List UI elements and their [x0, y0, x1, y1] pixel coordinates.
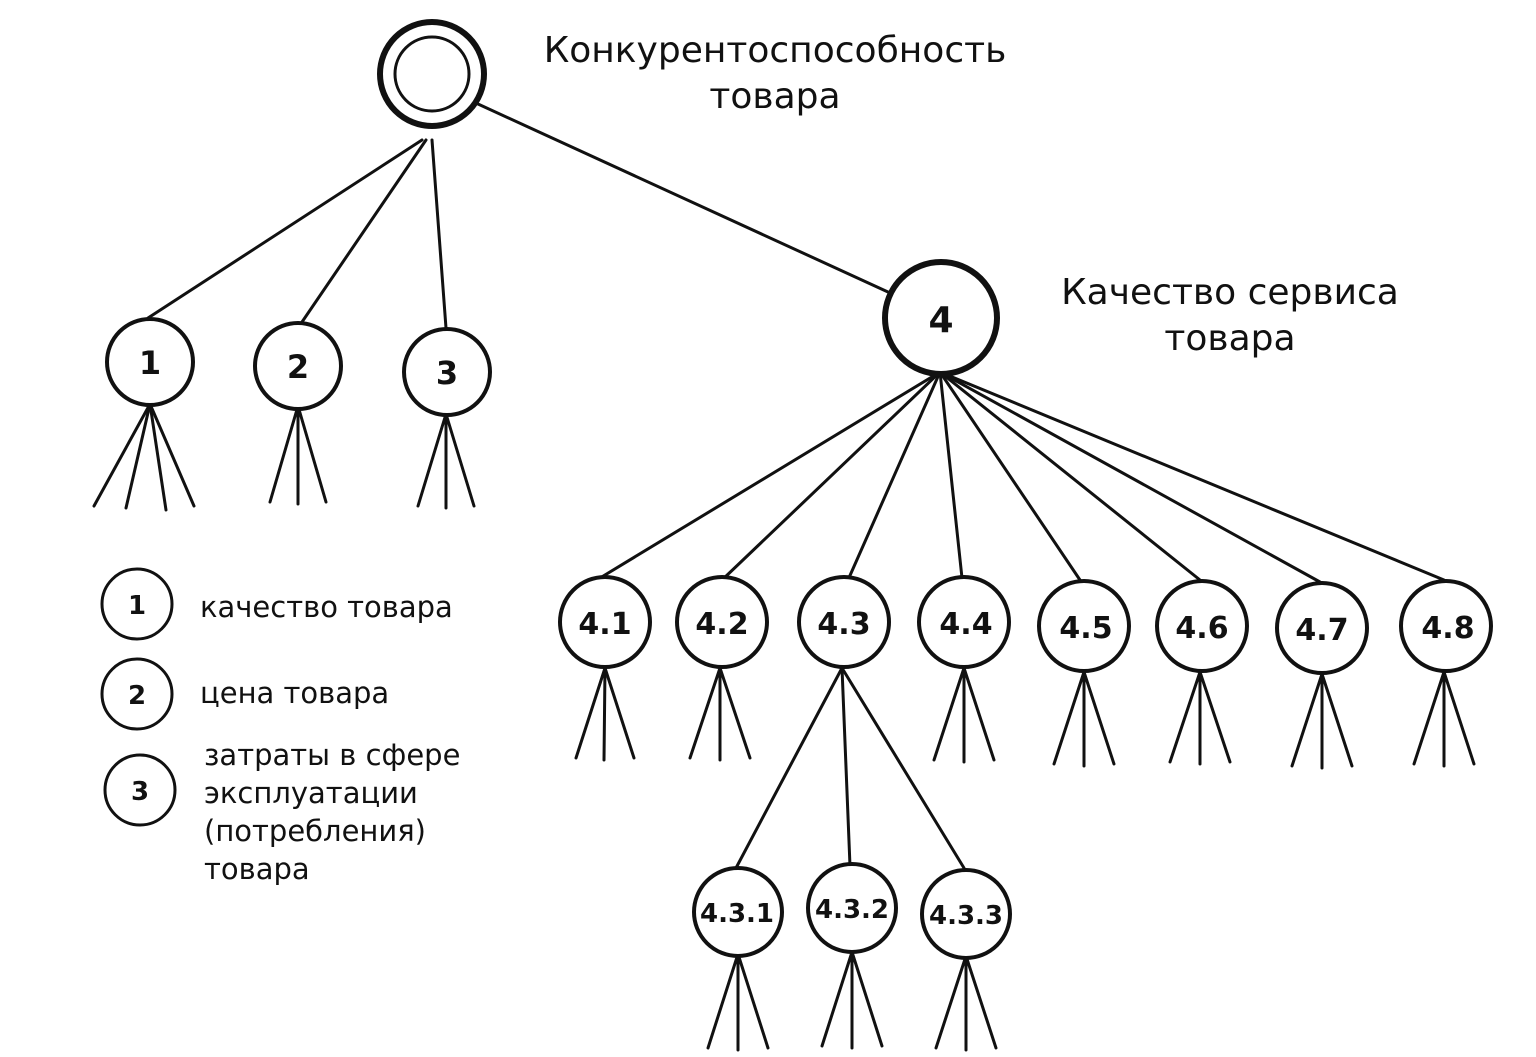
node-4: 4: [882, 259, 1000, 377]
service-title-line1: Качество сервиса: [1061, 272, 1399, 313]
edge-root-3: [430, 138, 448, 330]
svg-text:3: 3: [131, 777, 149, 807]
svg-text:4.8: 4.8: [1421, 611, 1474, 646]
node-4-3-3: 4.3.3: [920, 868, 1012, 960]
edge-root-1: [146, 138, 424, 320]
node-root: [377, 19, 487, 129]
legend-text-3-line3: (потребления): [204, 814, 426, 848]
node-4-6: 4.6: [1155, 579, 1249, 673]
node-4-3-2: 4.3.2: [806, 862, 898, 954]
legend-text-3-line2: эксплуатации: [204, 776, 418, 810]
svg-text:4.7: 4.7: [1295, 613, 1348, 648]
svg-text:2: 2: [287, 348, 309, 386]
svg-text:1: 1: [139, 344, 161, 382]
node-3: 3: [402, 327, 492, 417]
node-4-4: 4.4: [917, 575, 1011, 669]
svg-text:4.2: 4.2: [695, 607, 748, 642]
node-4-1: 4.1: [558, 575, 652, 669]
svg-text:4.6: 4.6: [1175, 611, 1228, 646]
service-title-line2: товара: [1164, 318, 1296, 359]
svg-text:4.3.3: 4.3.3: [929, 901, 1003, 931]
legend-text-2: цена товара: [200, 676, 390, 710]
root-title-line1: Конкурентоспособность: [543, 30, 1007, 71]
service-title: Качество сервиса товара: [1040, 270, 1420, 362]
stubs-level2: [574, 666, 1476, 870]
svg-text:2: 2: [128, 681, 146, 711]
legend-text-3-line1: затраты в сфере: [204, 738, 461, 772]
svg-text:4.3.2: 4.3.2: [815, 895, 889, 925]
node-2: 2: [253, 321, 343, 411]
svg-text:4: 4: [928, 300, 953, 341]
stubs-level3: [706, 950, 998, 1052]
legend-text-3-line4: товара: [204, 852, 310, 886]
svg-text:4.3.1: 4.3.1: [700, 899, 774, 929]
edge-root-2: [300, 138, 428, 324]
svg-text:4.1: 4.1: [578, 607, 631, 642]
node-4-3: 4.3: [797, 575, 891, 669]
stubs-level1: [92, 402, 476, 512]
root-title: Конкурентоспособность товара: [520, 28, 1030, 120]
svg-text:3: 3: [436, 354, 458, 392]
svg-text:1: 1: [128, 591, 146, 621]
root-title-line2: товара: [709, 76, 841, 117]
legend-key-2: 2: [100, 657, 174, 731]
legend-key-3: 3: [103, 753, 177, 827]
legend-text-1: качество товара: [200, 590, 453, 624]
node-4-8: 4.8: [1399, 579, 1493, 673]
svg-text:4.5: 4.5: [1059, 611, 1112, 646]
node4-edges: [598, 370, 1446, 584]
legend-text-3: затраты в сфере эксплуатации (потреблени…: [204, 736, 460, 888]
node-4-3-1: 4.3.1: [692, 866, 784, 958]
edge-root-4: [476, 102, 890, 294]
root-edges: [146, 102, 890, 330]
node-1: 1: [105, 317, 195, 407]
node-4-7: 4.7: [1275, 581, 1369, 675]
svg-text:4.3: 4.3: [817, 607, 870, 642]
node-4-5: 4.5: [1037, 579, 1131, 673]
svg-text:4.4: 4.4: [939, 607, 992, 642]
node-4-2: 4.2: [675, 575, 769, 669]
legend-key-1: 1: [100, 567, 174, 641]
